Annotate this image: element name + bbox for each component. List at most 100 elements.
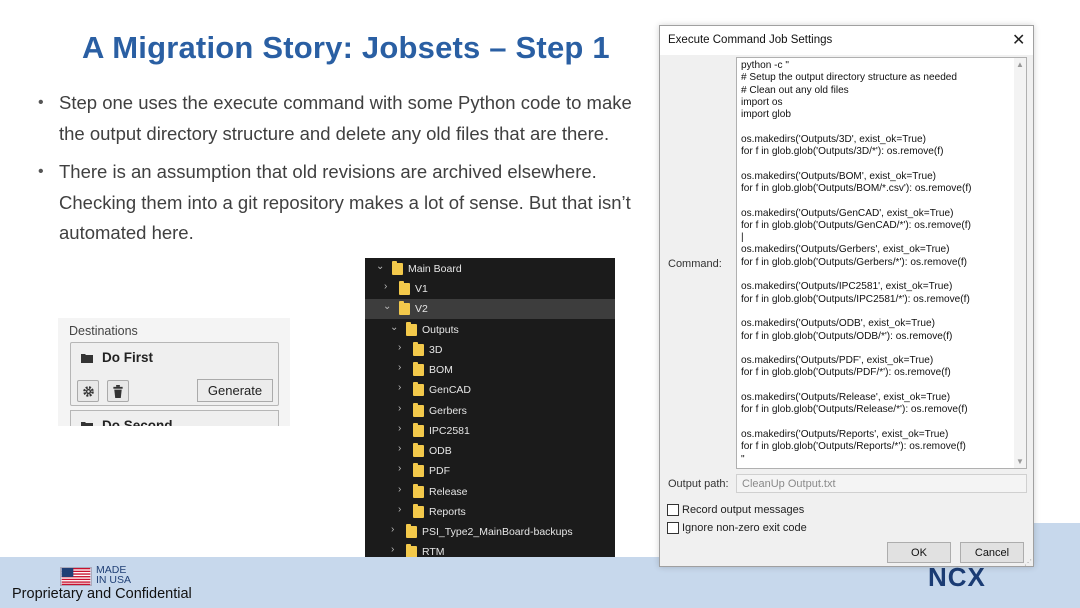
dialog-titlebar[interactable]: Execute Command Job Settings ✕ <box>660 26 1033 55</box>
tree-item-label: PSI_Type2_MainBoard-backups <box>422 526 573 538</box>
command-textarea[interactable]: python -c "# Setup the output directory … <box>736 57 1027 469</box>
code-line: os.makedirs('Outputs/Reports', exist_ok=… <box>741 428 949 440</box>
tree-item-label: RTM <box>422 546 445 558</box>
code-line: os.makedirs('Outputs/BOM', exist_ok=True… <box>741 170 937 182</box>
resize-grip-icon[interactable]: ⋰ <box>1024 558 1032 567</box>
code-line <box>741 343 1013 355</box>
command-label: Command: <box>668 258 722 270</box>
folder-icon <box>413 382 424 396</box>
tree-item[interactable]: › PDF <box>365 461 615 481</box>
bullet-dot-icon: • <box>38 94 44 111</box>
folder-icon <box>392 261 403 275</box>
tree-item-label: IPC2581 <box>429 425 470 437</box>
generate-button[interactable]: Generate <box>197 379 273 402</box>
code-line: for f in glob.glob('Outputs/ODB/*'): os.… <box>741 330 953 342</box>
bullet-text: Step one uses the execute command with s… <box>59 92 632 144</box>
chevron-right-icon[interactable]: › <box>384 281 388 292</box>
tree-item-label: V2 <box>415 303 428 315</box>
tree-item-label: Main Board <box>408 263 462 275</box>
trash-icon <box>113 384 123 398</box>
command-text: python -c "# Setup the output directory … <box>741 60 1013 466</box>
output-path-field[interactable]: CleanUp Output.txt <box>736 474 1027 493</box>
code-line: os.makedirs('Outputs/ODB', exist_ok=True… <box>741 318 935 330</box>
chevron-right-icon[interactable]: › <box>391 544 395 555</box>
bullet-text: There is an assumption that old revision… <box>59 161 631 243</box>
code-line: for f in glob.glob('Outputs/3D/*'): os.r… <box>741 146 944 158</box>
chevron-right-icon[interactable]: › <box>398 423 402 434</box>
us-flag-icon <box>60 567 92 586</box>
scroll-down-icon[interactable]: ▼ <box>1016 457 1024 466</box>
code-line <box>741 417 1013 429</box>
tree-item-label: 3D <box>429 344 443 356</box>
tree-item[interactable]: › Reports <box>365 502 615 522</box>
tree-item[interactable]: › 3D <box>365 340 615 360</box>
chevron-down-icon[interactable]: ⌄ <box>390 322 399 333</box>
code-line: os.makedirs('Outputs/Gerbers', exist_ok=… <box>741 244 950 256</box>
company-logo: NCX <box>928 562 986 592</box>
tree-item[interactable]: › PSI_Type2_MainBoard-backups <box>365 522 615 542</box>
chevron-right-icon[interactable]: › <box>398 504 402 515</box>
code-line: for f in glob.glob('Outputs/GenCAD/*'): … <box>741 219 971 231</box>
tree-item-label: Release <box>429 486 468 498</box>
tree-item[interactable]: ⌄ V2 <box>365 299 615 319</box>
code-line: # Setup the output directory structure a… <box>741 72 958 84</box>
delete-button[interactable] <box>107 380 129 402</box>
chevron-right-icon[interactable]: › <box>398 443 402 454</box>
command-scrollbar[interactable]: ▲ ▼ <box>1014 58 1026 468</box>
made-in-usa-label: MADE IN USA <box>96 564 132 586</box>
folder-icon <box>413 484 424 498</box>
settings-button[interactable] <box>77 380 99 402</box>
footer-band-accent <box>1034 523 1080 608</box>
tree-item-label: V1 <box>415 283 428 295</box>
folder-icon <box>399 301 410 315</box>
execute-command-dialog: Execute Command Job Settings ✕ Command: … <box>659 25 1034 567</box>
code-line: for f in glob.glob('Outputs/Gerbers/*'):… <box>741 256 968 268</box>
code-line: " <box>741 453 745 465</box>
scroll-up-icon[interactable]: ▲ <box>1016 60 1024 69</box>
chevron-right-icon[interactable]: › <box>398 463 402 474</box>
folder-icon <box>406 524 417 538</box>
tree-item[interactable]: › V1 <box>365 279 615 299</box>
slide-title: A Migration Story: Jobsets – Step 1 <box>82 30 610 65</box>
tree-item[interactable]: › Gerbers <box>365 401 615 421</box>
folder-tree: ⌄ Main Board › V1 ⌄ V2 ⌄ Outputs › 3D › … <box>365 258 615 567</box>
code-line: python -c " <box>741 60 789 71</box>
destination-card-first[interactable]: Do First Generate <box>70 342 279 406</box>
close-icon[interactable]: ✕ <box>1012 32 1026 49</box>
code-line: for f in glob.glob('Outputs/PDF/*'): os.… <box>741 367 951 379</box>
chevron-right-icon[interactable]: › <box>398 382 402 393</box>
tree-item[interactable]: › ODB <box>365 441 615 461</box>
output-path-value: CleanUp Output.txt <box>742 478 836 490</box>
chevron-right-icon[interactable]: › <box>398 342 402 353</box>
chevron-down-icon[interactable]: ⌄ <box>383 301 392 312</box>
chevron-down-icon[interactable]: ⌄ <box>376 261 385 272</box>
tree-item[interactable]: › IPC2581 <box>365 421 615 441</box>
code-line: os.makedirs('Outputs/3D', exist_ok=True) <box>741 133 926 145</box>
chevron-right-icon[interactable]: › <box>398 362 402 373</box>
tree-item-label: Reports <box>429 506 466 518</box>
ok-button[interactable]: OK <box>887 542 951 563</box>
output-path-label: Output path: <box>668 478 729 490</box>
ignore-exit-checkbox[interactable] <box>667 522 679 534</box>
bullet-item: • Step one uses the execute command with … <box>38 88 658 149</box>
tree-item[interactable]: › GenCAD <box>365 380 615 400</box>
chevron-right-icon[interactable]: › <box>391 524 395 535</box>
destination-name: Do First <box>102 350 154 365</box>
destination-card-second[interactable]: Do Second <box>70 410 279 426</box>
chevron-right-icon[interactable]: › <box>398 403 402 414</box>
folder-icon <box>406 322 417 336</box>
tree-item-label: Gerbers <box>429 405 467 417</box>
code-line <box>741 121 1013 133</box>
tree-item[interactable]: › BOM <box>365 360 615 380</box>
code-line <box>741 306 1013 318</box>
cancel-button[interactable]: Cancel <box>960 542 1024 563</box>
chevron-right-icon[interactable]: › <box>398 484 402 495</box>
destinations-label: Destinations <box>69 324 138 338</box>
record-output-checkbox[interactable] <box>667 504 679 516</box>
tree-item[interactable]: › RTM <box>365 542 615 562</box>
tree-item[interactable]: ⌄ Outputs <box>365 320 615 340</box>
folder-icon <box>413 504 424 518</box>
folder-icon <box>399 281 410 295</box>
tree-item[interactable]: ⌄ Main Board <box>365 259 615 279</box>
tree-item[interactable]: › Release <box>365 482 615 502</box>
